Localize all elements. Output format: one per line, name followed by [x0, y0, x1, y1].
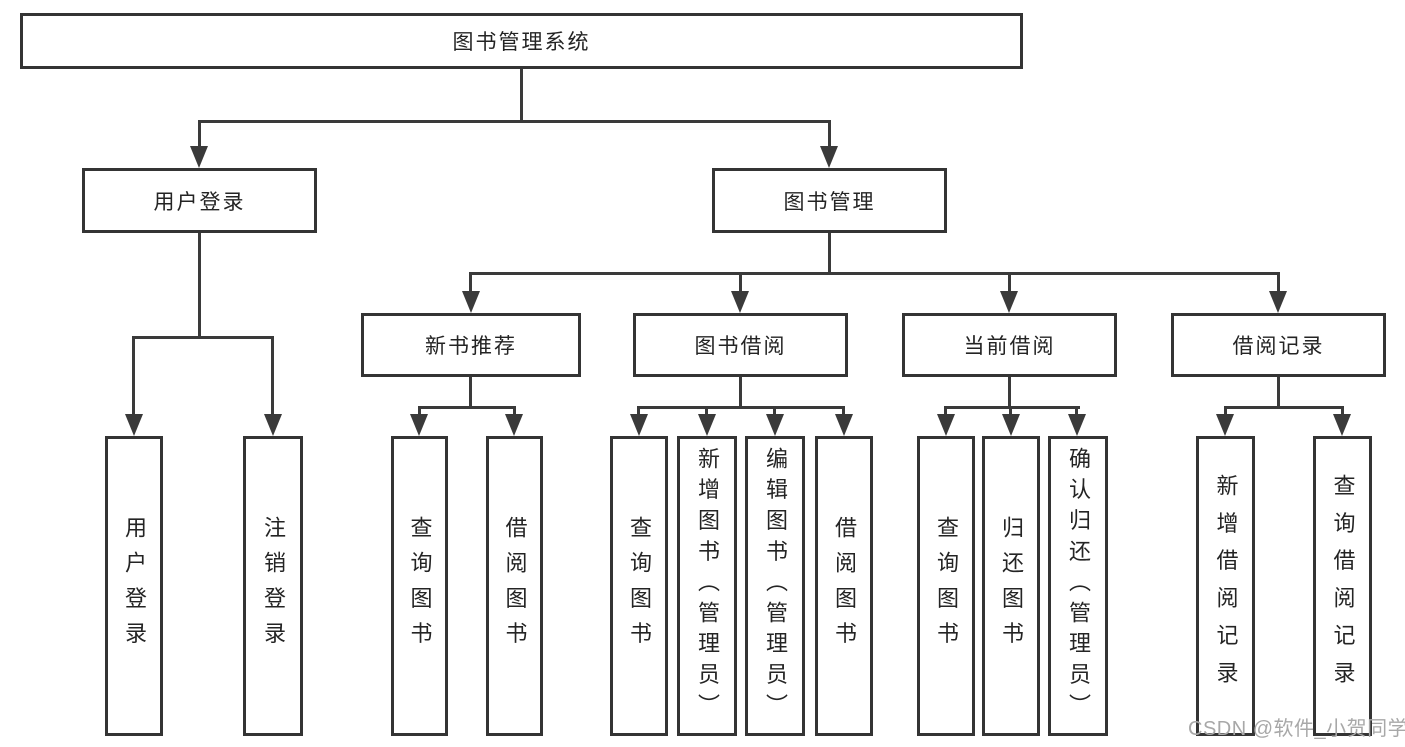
watermark: CSDN @软件_小贺同学 — [1188, 718, 1405, 740]
node-user-login-label: 用户登录 — [153, 190, 246, 214]
arrow-down-icon — [937, 414, 955, 436]
connector-root-vline — [520, 69, 523, 121]
leaf-borrow-books-label: 借阅图书 — [832, 515, 857, 657]
arrow-down-icon — [1269, 291, 1287, 313]
node-library-management-system: 图书管理系统 — [20, 13, 1023, 69]
leaf-query-borrow-record: 查询借阅记录 — [1313, 436, 1372, 736]
connector-leaf-stem — [1341, 406, 1344, 418]
leaf-borrow-books-recommend-label: 借阅图书 — [502, 515, 528, 657]
connector-new-book-hline — [418, 406, 516, 409]
leaf-user-login: 用户登录 — [105, 436, 163, 736]
connector-leaf-stem — [1009, 406, 1012, 418]
connector-leaf-stem — [944, 406, 947, 418]
node-new-book-recommend: 新书推荐 — [361, 313, 581, 377]
connector-book-borrow-stem — [739, 272, 742, 295]
connector-user-login-stem — [198, 120, 201, 150]
leaf-logout: 注销登录 — [243, 436, 303, 736]
arrow-down-icon — [1333, 414, 1351, 436]
node-library-management-system-label: 图书管理系统 — [452, 31, 591, 54]
connector-leaf-stem — [1075, 406, 1078, 418]
connector-book-management-hline — [469, 272, 1280, 275]
leaf-user-login-label: 用户登录 — [122, 515, 147, 657]
arrow-down-icon — [190, 146, 208, 168]
leaf-add-book-admin: 新增图书（管理员） — [677, 436, 737, 736]
connector-current-borrow-hline — [944, 406, 1080, 409]
node-borrow-records: 借阅记录 — [1171, 313, 1386, 377]
connector-current-borrow-stem — [1008, 272, 1011, 295]
arrow-down-icon — [698, 414, 716, 436]
arrow-down-icon — [1068, 414, 1086, 436]
connector-leaf-stem — [705, 406, 708, 418]
leaf-add-book-admin-label: 新增图书（管理员） — [695, 447, 720, 725]
connector-new-book-stem — [469, 272, 472, 295]
connector-user-login-vline — [198, 233, 201, 337]
node-book-management-label: 图书管理 — [783, 190, 876, 214]
connector-leaf-stem — [842, 406, 845, 418]
leaf-edit-book-admin: 编辑图书（管理员） — [745, 436, 805, 736]
connector-new-book-vline — [469, 377, 472, 407]
leaf-query-books-borrow: 查询图书 — [610, 436, 668, 736]
connector-leaf-stem — [271, 336, 274, 418]
connector-book-management-vline — [828, 233, 831, 273]
connector-book-borrow-hline — [637, 406, 845, 409]
node-current-borrow-label: 当前借阅 — [963, 335, 1056, 358]
connector-borrow-record-stem — [1277, 272, 1280, 295]
connector-leaf-stem — [1224, 406, 1227, 418]
connector-book-borrow-vline — [739, 377, 742, 407]
leaf-query-books-current: 查询图书 — [917, 436, 975, 736]
arrow-down-icon — [462, 291, 480, 313]
arrow-down-icon — [766, 414, 784, 436]
leaf-logout-label: 注销登录 — [261, 515, 286, 657]
arrow-down-icon — [835, 414, 853, 436]
node-new-book-recommend-label: 新书推荐 — [425, 335, 517, 358]
leaf-query-books-recommend: 查询图书 — [391, 436, 448, 736]
leaf-query-borrow-record-label: 查询借阅记录 — [1330, 473, 1356, 699]
leaf-return-books: 归还图书 — [982, 436, 1040, 736]
connector-leaf-stem — [418, 406, 421, 418]
leaf-edit-book-admin-label: 编辑图书（管理员） — [763, 447, 788, 725]
node-book-management: 图书管理 — [712, 168, 947, 233]
arrow-down-icon — [1002, 414, 1020, 436]
arrow-down-icon — [731, 291, 749, 313]
leaf-query-books-recommend-label: 查询图书 — [407, 515, 433, 657]
arrow-down-icon — [505, 414, 523, 436]
node-current-borrow: 当前借阅 — [902, 313, 1117, 377]
leaf-borrow-books-recommend: 借阅图书 — [486, 436, 543, 736]
node-book-borrow: 图书借阅 — [633, 313, 848, 377]
leaf-confirm-return-admin: 确认归还（管理员） — [1048, 436, 1108, 736]
connector-leaf-stem — [513, 406, 516, 418]
leaf-query-books-current-label: 查询图书 — [934, 515, 959, 657]
arrow-down-icon — [410, 414, 428, 436]
connector-root-hline — [198, 120, 831, 123]
leaf-return-books-label: 归还图书 — [999, 515, 1024, 657]
arrow-down-icon — [264, 414, 282, 436]
leaf-query-books-borrow-label: 查询图书 — [627, 515, 652, 657]
node-borrow-records-label: 借阅记录 — [1232, 335, 1325, 358]
connector-current-borrow-vline — [1008, 377, 1011, 407]
arrow-down-icon — [125, 414, 143, 436]
connector-leaf-stem — [132, 336, 135, 418]
connector-user-login-hline — [132, 336, 274, 339]
leaf-borrow-books: 借阅图书 — [815, 436, 873, 736]
node-user-login: 用户登录 — [82, 168, 317, 233]
connector-borrow-record-hline — [1224, 406, 1344, 409]
arrow-down-icon — [1216, 414, 1234, 436]
connector-leaf-stem — [773, 406, 776, 418]
connector-borrow-record-vline — [1277, 377, 1280, 407]
connector-leaf-stem — [637, 406, 640, 418]
arrow-down-icon — [820, 146, 838, 168]
arrow-down-icon — [1000, 291, 1018, 313]
connector-book-management-stem — [828, 120, 831, 150]
node-book-borrow-label: 图书借阅 — [694, 335, 787, 358]
leaf-confirm-return-admin-label: 确认归还（管理员） — [1066, 447, 1091, 725]
leaf-add-borrow-record-label: 新增借阅记录 — [1213, 473, 1239, 699]
arrow-down-icon — [630, 414, 648, 436]
leaf-add-borrow-record: 新增借阅记录 — [1196, 436, 1255, 736]
